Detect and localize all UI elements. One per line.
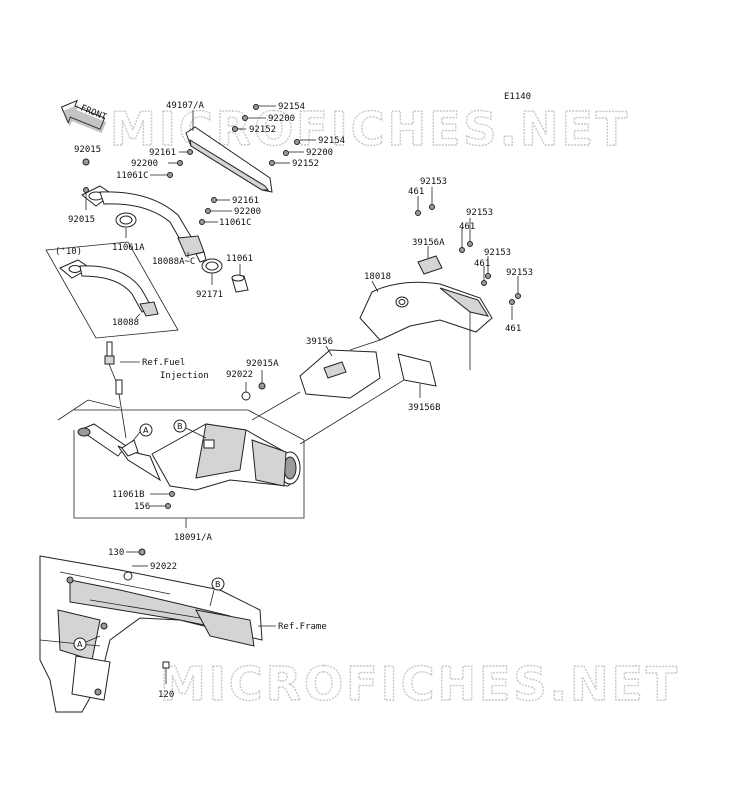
- frame-section: [39, 555, 263, 713]
- callout-a-lower-text: A: [77, 640, 83, 649]
- label-18018: 18018: [364, 272, 391, 282]
- label-92200-a: 92200: [268, 114, 295, 124]
- label-92200-d: 92200: [234, 207, 261, 217]
- label-461-a: 461: [408, 187, 424, 197]
- exhaust-header-pipe-2010: [59, 259, 159, 317]
- muffler-18091A: [77, 423, 301, 491]
- label-461-c: 461: [474, 259, 490, 269]
- o2-sensor: [104, 341, 127, 439]
- exhaust-header-pipe: [81, 185, 205, 257]
- clamp-92171: [195, 251, 223, 274]
- callout-b-lower-text: B: [215, 580, 221, 589]
- muffler-assembly-box: [73, 430, 305, 519]
- heat-guard-bracket: [185, 126, 273, 193]
- ref-frame: Ref.Frame: [278, 622, 327, 632]
- gasket-11061: [231, 274, 249, 293]
- ref-fuel-injection-line1: Ref.Fuel: [142, 358, 185, 368]
- label-49107A: 49107/A: [166, 101, 205, 111]
- callout-a-upper: [139, 423, 153, 437]
- label-92022-b: 92022: [150, 562, 177, 572]
- label-92015-a: 92015: [74, 145, 101, 155]
- label-18091A: 18091/A: [174, 533, 213, 543]
- label-92015-b: 92015: [68, 215, 95, 225]
- callout-b-upper: [173, 419, 187, 433]
- inset-box-2010: [45, 241, 179, 339]
- label-39156A: 39156A: [412, 238, 445, 248]
- label-92154-a: 92154: [278, 102, 305, 112]
- callout-b-upper-text: B: [177, 422, 183, 431]
- label-130: 130: [108, 548, 124, 558]
- ref-fuel-injection-line2: Injection: [160, 371, 209, 381]
- label-92153-b: 92153: [466, 208, 493, 218]
- label-92153-a: 92153: [420, 177, 447, 187]
- label-461-b: 461: [459, 222, 475, 232]
- label-92171: 92171: [196, 290, 223, 300]
- front-arrow-icon: [60, 99, 107, 134]
- label-18088: 18088: [112, 318, 139, 328]
- callout-a-upper-text: A: [143, 426, 149, 435]
- label-11061: 11061: [226, 254, 253, 264]
- label-18088AC: 18088A~C: [152, 257, 195, 267]
- label-92152-b: 92152: [292, 159, 319, 169]
- label-39156B: 39156B: [408, 403, 441, 413]
- label-11061A: 11061A: [112, 243, 145, 253]
- label-11061B: 11061B: [112, 490, 145, 500]
- callout-a-lower: [73, 637, 87, 651]
- diagram-code: E1140: [504, 92, 531, 102]
- label-156: 156: [134, 502, 150, 512]
- washer-92015-a: [82, 158, 90, 166]
- watermark-bottom: MICROFICHES.NET: [160, 657, 680, 711]
- pad-39156B: [397, 353, 437, 387]
- pad-39156A: [417, 255, 443, 275]
- label-92022-a: 92022: [226, 370, 253, 380]
- label-39156: 39156: [306, 337, 333, 347]
- label-92200-b: 92200: [306, 148, 333, 158]
- label-92153-c: 92153: [484, 248, 511, 258]
- label-92015A: 92015A: [246, 359, 279, 369]
- label-461-d: 461: [505, 324, 521, 334]
- label-92161-a: 92161: [149, 148, 176, 158]
- label-92161-b: 92161: [232, 196, 259, 206]
- label-11061C-b: 11061C: [219, 218, 252, 228]
- label-92154-b: 92154: [318, 136, 345, 146]
- bolt-cluster-upper: [232, 104, 300, 166]
- label-120: 120: [158, 690, 174, 700]
- muffler-cover-18018: [359, 281, 493, 341]
- bolts-461-group: [415, 204, 521, 305]
- label-92200-c: 92200: [131, 159, 158, 169]
- label-92152-a: 92152: [249, 125, 276, 135]
- label-11061C-a: 11061C: [116, 171, 149, 181]
- muffler-cover-39156: [299, 349, 381, 399]
- year-note: ('10): [55, 247, 82, 257]
- callout-b-lower: [211, 577, 225, 591]
- label-92153-d: 92153: [506, 268, 533, 278]
